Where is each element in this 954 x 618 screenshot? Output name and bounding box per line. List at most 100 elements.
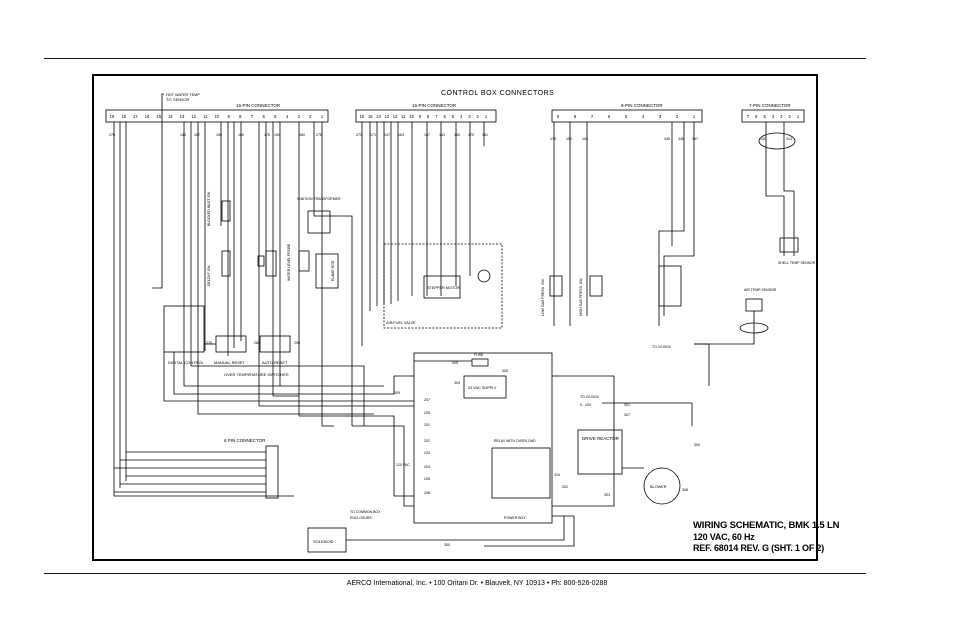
connector-pin-c9: 7 [591,114,594,119]
drive-reactor [577,429,623,475]
connector-16a-box [105,109,329,123]
wire-number: 280 [254,341,260,345]
connector-pin-c16a: 9 [228,114,231,119]
wire-number: 307 [624,413,630,417]
power-region [413,352,553,524]
relay-overload-label: RELAY WITH OVERLOAD [494,439,536,443]
connector-pin-c16a: 18 [121,114,126,119]
wire-number: 304 [454,381,460,385]
connector-pin-c16b: 6 [444,114,447,119]
wire-number: 205 [424,477,430,481]
fuse-label: FUSE [474,353,484,357]
v-0-10-label: 0 - 10V [580,403,592,407]
wires-16a [113,122,353,497]
wire-number: 203 [424,451,430,455]
connector-pin-c16b: 1 [485,114,488,119]
stepper-motor [423,275,461,299]
wire-number: 313 [786,137,792,141]
connector-pin-c7: 3 [780,114,783,119]
digital-control-label: DIGITAL CONTROL [168,360,205,365]
connector-pin-c7: 1 [797,114,800,119]
sensor-leader [152,93,164,289]
wire-number: 204 [424,465,430,469]
flame-rod-label: FLAME ROD [331,260,335,281]
manual-reset-switch [215,335,247,353]
wire-number: 201 [424,423,430,427]
wire-number: 303 [604,493,610,497]
connector-pin-c16a: 14 [168,114,173,119]
wire-number: 202 [424,439,430,443]
bus-wires [163,343,710,547]
vac24-supply [463,375,507,399]
connector-pin-c16a: 19 [110,114,115,119]
relay-overload [491,447,551,499]
wire-number: 309 [694,443,700,447]
wires-16b [361,122,485,346]
bottom-rule [44,573,866,574]
safety-valve-block [658,265,682,307]
solenoid-wire [346,516,565,541]
switch-group-left [221,200,310,277]
connector-pin-c16b: 7 [435,114,438,119]
connector-pin-c16a: 15 [156,114,161,119]
connector-pin-c16a: 7 [251,114,254,119]
connector-pin-c16a: 11 [203,114,208,119]
connector-pin-c7: 6 [755,114,758,119]
connector-9-box [551,109,703,123]
wire-number: 347 [692,137,698,141]
wire-number: 290 [294,341,300,345]
wire-number: 346 [678,137,684,141]
wire-number: 150 [566,137,572,141]
vac-120-label: 120 VAC [396,463,410,467]
common-box-label: TO COMMON BOX [350,510,381,514]
connector-pin-c16b: 12 [393,114,398,119]
connector-pin-c16b: 8 [427,114,430,119]
connector-6-label: 6 PIN CONNECTOR [224,438,266,443]
blower-motor [643,467,681,505]
digital-control-box [163,305,205,353]
to-io-box-2-label: TO I/O BOX [580,395,599,399]
wire-number: 300 [444,543,450,547]
connector-pin-c16a: 1 [321,114,324,119]
connector-pin-c16b: 9 [419,114,422,119]
connector-9-label: 9-PIN CONNECTOR [621,103,663,108]
air-temp-wires [694,311,755,345]
top-rule [44,58,866,59]
connector-pin-c16b: 4 [460,114,463,119]
wire-number: 345 [664,137,670,141]
connector-pin-c9: 2 [676,114,679,119]
over-temp-label: OVER TEMPERATURE SWITCHES [224,372,289,377]
title-line-2: 120 VAC, 60 Hz [693,532,755,542]
enclosure-label: ENCLOSURE [350,516,372,520]
vac24-label: 24 VAC SUPPLY [468,386,497,390]
wire-number: 273 [356,133,362,137]
auto-reset-switch [259,335,291,353]
connector-pin-c16b: 13 [384,114,389,119]
connector-pin-c9: 1 [693,114,696,119]
connector-pin-c9: 8 [574,114,577,119]
ignition-transformer [307,210,331,234]
wire-number: 206 [424,491,430,495]
wire-number: 301 [624,403,630,407]
manual-reset-label: MANUAL RESET [214,360,246,365]
connector-pin-c16a: 5 [274,114,277,119]
connector-pin-c16a: 13 [180,114,185,119]
connector-pin-c7: 5 [764,114,767,119]
page-footer: AERCO International, Inc. • 100 Oritani … [346,580,608,587]
connector-pin-c9: 6 [608,114,611,119]
wire-number: 302 [562,485,568,489]
connector-7-box [741,109,805,123]
connector-6-box [265,445,279,499]
to-io-box-label: TO I/O BOX [652,345,671,349]
blower-label: BLOWER [650,485,667,489]
connector-pin-c16b: 2 [477,114,480,119]
connector-pin-c9: 3 [659,114,662,119]
connector-pin-c7: 4 [772,114,775,119]
wires-7 [758,122,796,256]
wire-number: 190 [274,133,280,137]
blocked-inlet-label: BLOCKED INLET SW. [207,191,211,226]
connector-pin-c16b: 3 [468,114,471,119]
connector-pin-c7: 7 [747,114,750,119]
